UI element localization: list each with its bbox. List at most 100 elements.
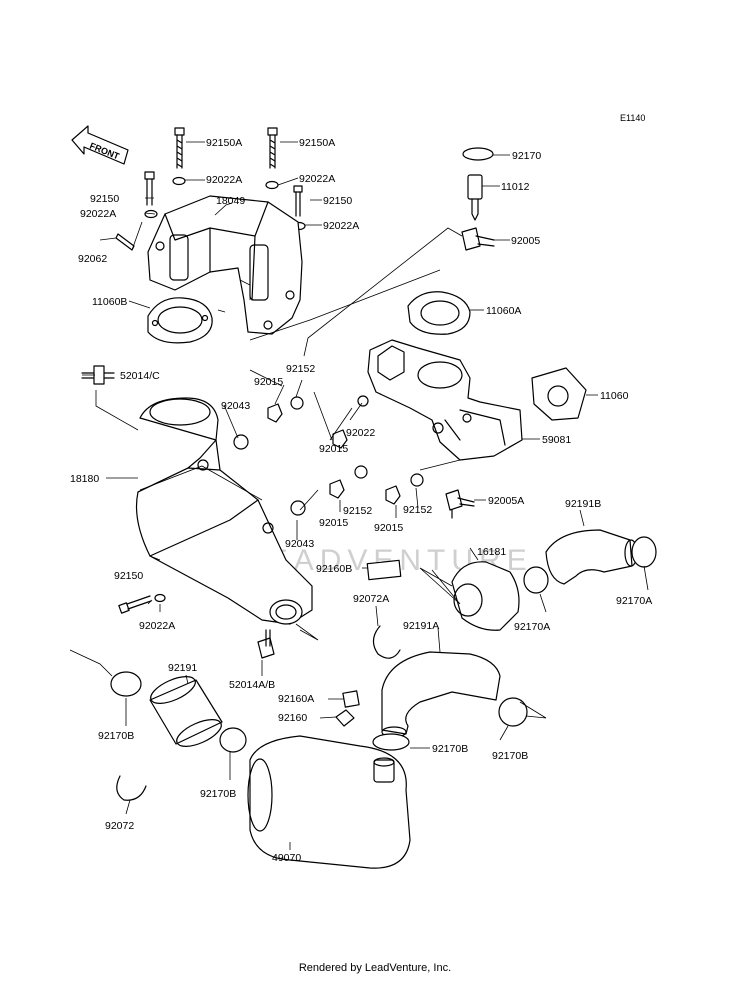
label-16181[interactable]: 16181 bbox=[477, 546, 506, 558]
label-92072a[interactable]: 92072A bbox=[353, 593, 389, 605]
label-92043-2[interactable]: 92043 bbox=[285, 538, 314, 550]
label-92170b-2[interactable]: 92170B bbox=[432, 743, 468, 755]
label-92022[interactable]: 92022 bbox=[346, 427, 375, 439]
nut-92015-2[interactable] bbox=[332, 429, 348, 449]
fitting-52014c[interactable] bbox=[81, 365, 115, 385]
label-52014c[interactable]: 52014/C bbox=[120, 370, 160, 382]
washer-92022a-2[interactable] bbox=[265, 180, 279, 190]
clamp-92170b-1[interactable] bbox=[110, 671, 142, 697]
label-18049[interactable]: 18049 bbox=[216, 195, 245, 207]
hose-92191a[interactable] bbox=[381, 651, 501, 738]
washer-92022a-5[interactable] bbox=[154, 593, 166, 603]
label-92150a-1[interactable]: 92150A bbox=[206, 137, 242, 149]
label-49070[interactable]: 49070 bbox=[272, 852, 301, 864]
pipe-16181[interactable] bbox=[451, 561, 520, 631]
bolt-92150-mid[interactable] bbox=[293, 185, 303, 217]
expansion-chamber-18180[interactable] bbox=[135, 397, 313, 625]
fitting-92062[interactable] bbox=[115, 233, 135, 251]
front-arrow-icon: FRONT bbox=[71, 125, 129, 165]
label-92062[interactable]: 92062 bbox=[78, 253, 107, 265]
label-11060[interactable]: 11060 bbox=[600, 390, 629, 402]
label-92160a[interactable]: 92160A bbox=[278, 693, 314, 705]
fitting-92005[interactable] bbox=[461, 227, 495, 251]
label-92022a-5[interactable]: 92022A bbox=[139, 620, 175, 632]
bolt-92150-left[interactable] bbox=[144, 171, 155, 206]
clamp-92170b-2[interactable] bbox=[219, 727, 247, 753]
diagram-code: E1140 bbox=[620, 113, 645, 123]
label-92150-1[interactable]: 92150 bbox=[90, 193, 119, 205]
spacer-92152-1[interactable] bbox=[290, 396, 304, 410]
muffler-49070[interactable] bbox=[247, 735, 411, 869]
label-92072[interactable]: 92072 bbox=[105, 820, 134, 832]
spacer-92043-1[interactable] bbox=[233, 434, 249, 450]
clamp-92170b-4[interactable] bbox=[498, 697, 528, 727]
gasket-11060[interactable] bbox=[531, 367, 587, 421]
label-92022a-2[interactable]: 92022A bbox=[299, 173, 335, 185]
label-92170b-1[interactable]: 92170B bbox=[98, 730, 134, 742]
label-92170b-3[interactable]: 92170B bbox=[492, 750, 528, 762]
label-59081[interactable]: 59081 bbox=[542, 434, 571, 446]
label-92170a-1[interactable]: 92170A bbox=[616, 595, 652, 607]
label-11060b[interactable]: 11060B bbox=[92, 296, 127, 308]
label-92022a-4[interactable]: 92022A bbox=[323, 220, 359, 232]
label-18180[interactable]: 18180 bbox=[70, 473, 99, 485]
label-92150-2[interactable]: 92150 bbox=[323, 195, 352, 207]
label-92160a[interactable] bbox=[342, 690, 360, 708]
label-11012[interactable]: 11012 bbox=[501, 181, 530, 193]
clip-92072a[interactable] bbox=[372, 625, 401, 659]
label-92015-3[interactable]: 92015 bbox=[319, 517, 348, 529]
washer-92022a-1[interactable] bbox=[172, 176, 186, 186]
label-92005a[interactable]: 92005A bbox=[488, 495, 524, 507]
label-92191[interactable]: 92191 bbox=[168, 662, 197, 674]
manifold-59081[interactable] bbox=[367, 339, 523, 461]
clamp-92170b-3[interactable] bbox=[372, 733, 410, 751]
label-92152-1[interactable]: 92152 bbox=[286, 363, 315, 375]
label-92015-2[interactable]: 92015 bbox=[319, 443, 348, 455]
label-92152-3[interactable]: 92152 bbox=[343, 505, 372, 517]
fitting-52014ab[interactable] bbox=[257, 629, 275, 659]
label-92022a-1[interactable]: 92022A bbox=[206, 174, 242, 186]
label-92043-1[interactable]: 92043 bbox=[221, 400, 250, 412]
label-92160[interactable]: 92160 bbox=[278, 712, 307, 724]
gasket-11060b[interactable] bbox=[147, 297, 213, 344]
clamp-92170a-1[interactable] bbox=[523, 566, 549, 594]
clamp-92170[interactable] bbox=[462, 147, 494, 161]
spacer-92152-3[interactable] bbox=[410, 473, 424, 487]
nut-92015-3[interactable] bbox=[329, 479, 345, 499]
bolt-92150a-left[interactable] bbox=[174, 127, 185, 169]
nut-92015-1[interactable] bbox=[267, 403, 283, 423]
label-52014ab[interactable]: 52014A/B bbox=[229, 679, 275, 691]
footer-credit: Rendered by LeadVenture, Inc. bbox=[298, 962, 452, 974]
plug-11012[interactable] bbox=[467, 174, 483, 221]
label-92015-4[interactable]: 92015 bbox=[374, 522, 403, 534]
washer-92022[interactable] bbox=[357, 395, 369, 407]
hose-92191b[interactable] bbox=[545, 529, 638, 585]
manifold-18049[interactable] bbox=[147, 195, 303, 335]
label-92160[interactable] bbox=[335, 709, 355, 727]
spacer-92043-2[interactable] bbox=[290, 500, 306, 516]
label-92191b[interactable]: 92191B bbox=[565, 498, 601, 510]
gasket-11060a[interactable] bbox=[407, 291, 471, 335]
hose-92191[interactable] bbox=[147, 671, 225, 752]
clamp-92170a-2[interactable] bbox=[631, 536, 657, 568]
label-92170b-4[interactable]: 92170B bbox=[200, 788, 236, 800]
label-92022a-3[interactable]: 92022A bbox=[80, 208, 116, 220]
label-92152-2[interactable]: 92152 bbox=[403, 504, 432, 516]
label-92150a-2[interactable]: 92150A bbox=[299, 137, 335, 149]
fitting-92005a[interactable] bbox=[445, 489, 475, 519]
nut-92015-4[interactable] bbox=[385, 485, 401, 505]
bolt-92150a-right[interactable] bbox=[267, 127, 278, 169]
label-92170a-2[interactable]: 92170A bbox=[514, 621, 550, 633]
label-92170[interactable]: 92170 bbox=[512, 150, 541, 162]
part-labels: 92150A 92150A 92022A 92022A 92150 18049 … bbox=[70, 137, 652, 864]
bolt-92150-lower[interactable] bbox=[118, 595, 152, 614]
spacer-92152-2[interactable] bbox=[354, 465, 368, 479]
label-92160b[interactable]: 92160B bbox=[316, 563, 352, 575]
label-92160b[interactable] bbox=[366, 559, 402, 581]
label-92005[interactable]: 92005 bbox=[511, 235, 540, 247]
clip-92072[interactable] bbox=[116, 775, 147, 801]
label-92150-3[interactable]: 92150 bbox=[114, 570, 143, 582]
label-11060a[interactable]: 11060A bbox=[486, 305, 521, 317]
label-92015-1[interactable]: 92015 bbox=[254, 376, 283, 388]
label-92191a[interactable]: 92191A bbox=[403, 620, 439, 632]
